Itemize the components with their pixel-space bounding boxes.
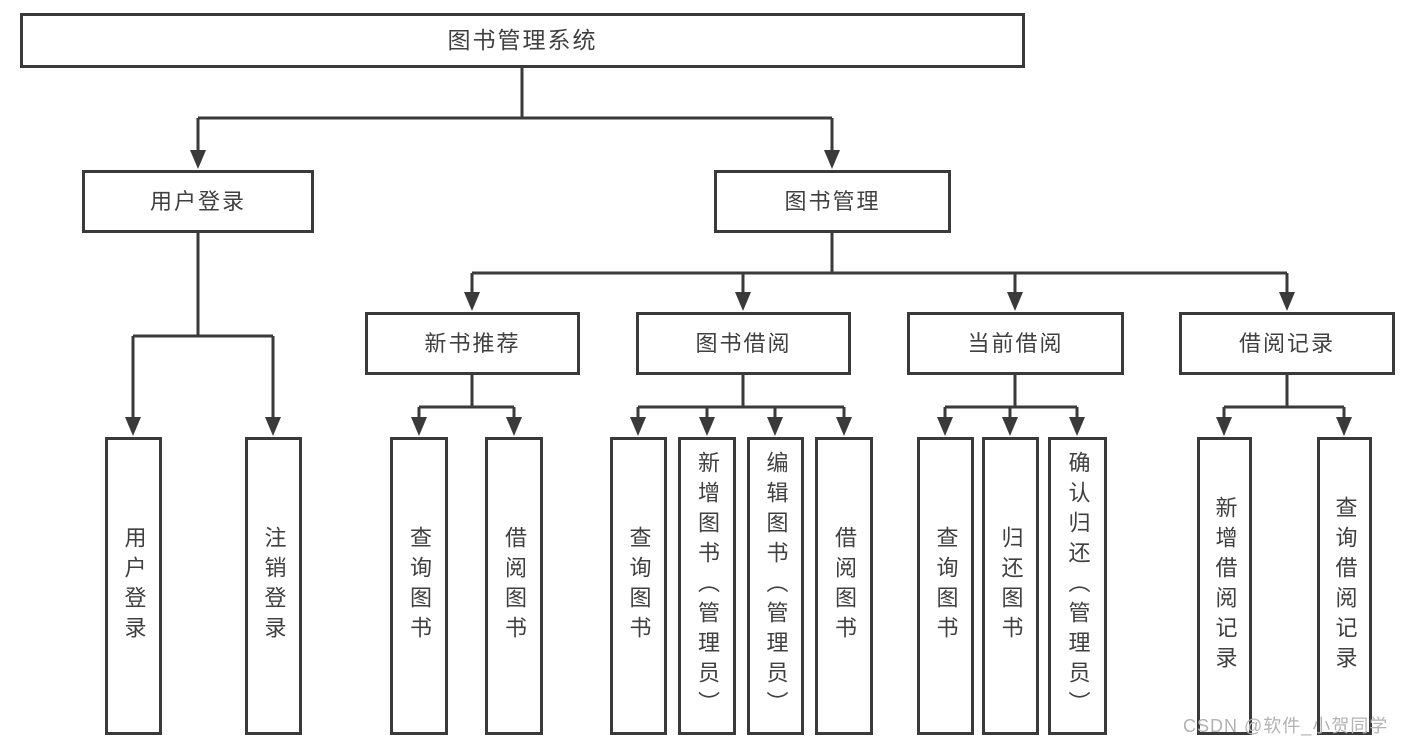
- node-label: 新书推荐: [424, 330, 521, 356]
- node-label: 查询借阅记录: [1332, 496, 1358, 676]
- leaf-borrow-books: 借阅图书: [815, 437, 873, 735]
- watermark-text: CSDN @软件_小贺同学: [1183, 716, 1389, 736]
- leaf-query-books-borrow: 查询图书: [610, 437, 667, 735]
- node-label: 用户登录: [149, 188, 246, 214]
- leaf-logout: 注销登录: [245, 437, 302, 735]
- node-label: 借阅图书: [502, 526, 527, 646]
- node-book-management: 图书管理: [714, 170, 951, 233]
- node-label: 当前借阅: [967, 330, 1064, 356]
- node-label: 确认归还（管理员）: [1065, 451, 1091, 721]
- node-book-borrow: 图书借阅: [636, 312, 851, 375]
- node-label: 注销登录: [261, 526, 287, 646]
- node-user-login: 用户登录: [82, 170, 314, 233]
- leaf-add-borrow-record: 新增借阅记录: [1197, 437, 1252, 735]
- node-current-borrow: 当前借阅: [907, 312, 1124, 375]
- node-library-system: 图书管理系统: [20, 13, 1025, 68]
- leaf-query-books-current: 查询图书: [917, 437, 974, 735]
- node-label: 新增图书（管理员）: [695, 451, 720, 721]
- node-label: 归还图书: [998, 526, 1024, 646]
- node-label: 查询图书: [933, 526, 959, 646]
- leaf-borrow-books-recommend: 借阅图书: [485, 437, 543, 735]
- leaf-query-books-recommend: 查询图书: [390, 437, 448, 735]
- leaf-query-borrow-record: 查询借阅记录: [1317, 437, 1372, 735]
- leaf-confirm-return-admin: 确认归还（管理员）: [1048, 437, 1107, 735]
- node-label: 编辑图书（管理员）: [763, 451, 789, 721]
- leaf-return-books: 归还图书: [982, 437, 1039, 735]
- node-label: 用户登录: [121, 526, 147, 646]
- leaf-edit-books-admin: 编辑图书（管理员）: [747, 437, 804, 735]
- node-label: 图书管理: [784, 188, 881, 214]
- node-label: 图书管理系统: [447, 27, 598, 53]
- node-label: 图书借阅: [695, 330, 792, 356]
- node-label: 查询图书: [626, 526, 652, 646]
- node-label: 借阅记录: [1238, 330, 1335, 356]
- leaf-user-login: 用户登录: [105, 437, 162, 735]
- arrowheads: [125, 150, 1352, 436]
- node-borrow-records: 借阅记录: [1179, 312, 1395, 375]
- leaf-add-books-admin: 新增图书（管理员）: [678, 437, 736, 735]
- node-new-book-recommend: 新书推荐: [365, 312, 580, 375]
- node-label: 新增借阅记录: [1212, 496, 1238, 676]
- node-label: 查询图书: [407, 526, 432, 646]
- node-label: 借阅图书: [832, 526, 857, 646]
